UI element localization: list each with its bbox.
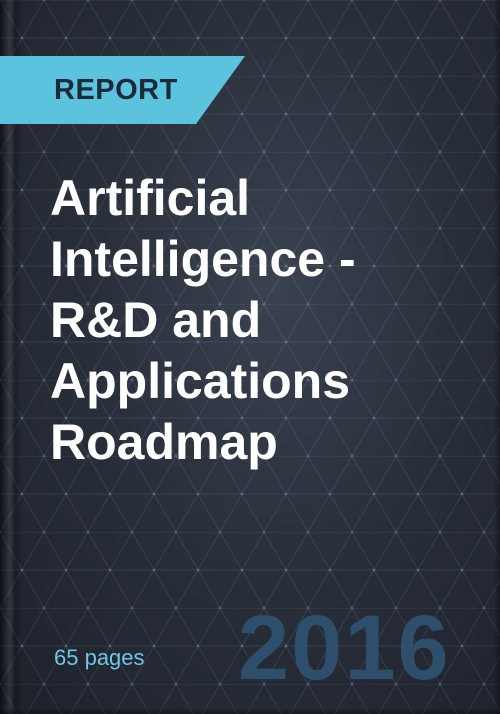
title-line: Applications [50,353,351,409]
report-title: Artificial Intelligence - R&D and Applic… [50,168,490,473]
publication-year: 2016 [238,597,451,699]
title-line: R&D and [50,292,262,348]
cover-right-edge [494,0,500,714]
title-line: Intelligence - [50,231,356,287]
book-spine-shadow [0,0,22,714]
cover-bottom-edge [0,708,500,714]
page-count: 65 pages [54,645,145,670]
title-line: Artificial [50,170,251,226]
report-badge-label: REPORT [54,74,178,106]
title-line: Roadmap [50,414,278,470]
